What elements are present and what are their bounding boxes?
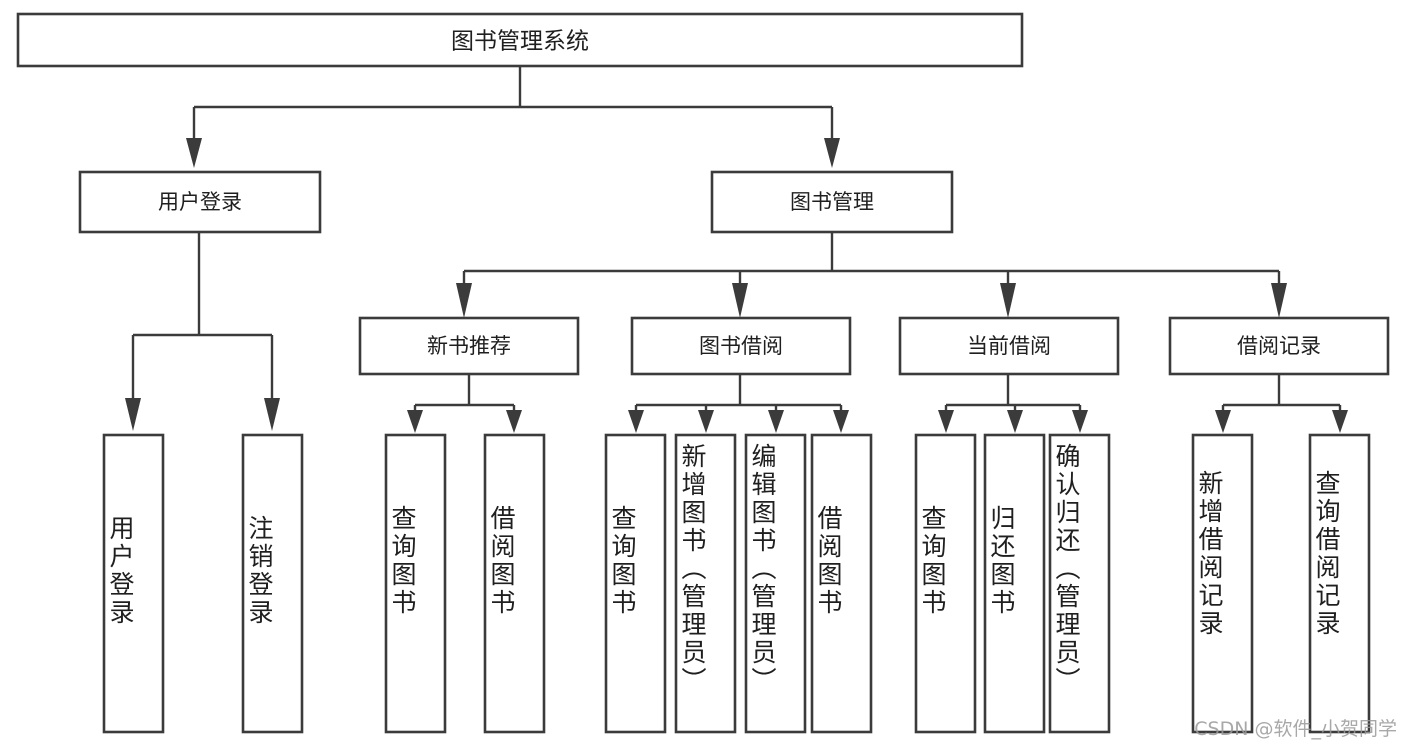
arrowhead-userlogin [186,138,202,168]
node-book-management[interactable] [710,170,954,234]
label-layer: 图书管理系统 用户登录 图书管理 新书推荐 图书借阅 当前借阅 借阅记录 [158,29,1321,359]
arrowhead-cb-return [1007,410,1023,433]
node-leaf-rec-add-record[interactable] [1191,433,1254,734]
node-borrow-records-label: 借阅记录 [1237,334,1321,358]
arrowhead-leaf-logout [264,398,280,431]
arrowhead-bw-query [628,410,644,433]
node-leaf-bw-borrow-book[interactable] [810,433,873,734]
node-current-borrow[interactable] [898,316,1120,376]
arrowhead-nb-query [407,410,423,433]
arrowhead-nb-borrow [506,410,522,433]
node-book-borrow-label: 图书借阅 [699,334,783,358]
watermark-csdn: CSDN @软件_小贺同学 [1194,718,1397,740]
arrowhead-bookmgmt [824,138,840,168]
arrowhead-bw-edit [768,410,784,433]
node-new-book-recommend[interactable] [358,316,580,376]
arrowhead-leaf-user-login [125,398,141,431]
node-leaf-bw-edit-book[interactable] [744,433,807,734]
arrowhead-current [1000,283,1016,318]
node-leaf-nb-borrow-book[interactable] [483,433,546,734]
arrowhead-cb-query [938,410,954,433]
arrowhead-rec-query [1332,410,1348,433]
node-root-label: 图书管理系统 [451,29,589,55]
arrowhead-rec-add [1215,410,1231,433]
arrowhead-bw-borrow [833,410,849,433]
node-leaf-cb-return-book[interactable] [983,433,1046,734]
node-leaf-logout[interactable] [241,433,304,734]
node-book-borrow[interactable] [630,316,852,376]
node-borrow-records[interactable] [1168,316,1390,376]
node-book-management-label: 图书管理 [790,190,874,214]
node-leaf-cb-confirm-return[interactable] [1048,433,1111,734]
node-root[interactable] [16,12,1024,68]
arrowhead-bw-add [698,410,714,433]
node-leaf-rec-query-record[interactable] [1308,433,1371,734]
node-leaf-bw-add-book[interactable] [674,433,737,734]
connector-layer [125,66,1348,433]
node-leaf-user-login[interactable] [102,433,165,734]
node-leaf-cb-query-book[interactable] [914,433,977,734]
arrowhead-newbook [456,283,472,318]
node-layer [16,12,1390,734]
node-current-borrow-label: 当前借阅 [967,334,1051,358]
arrowhead-borrow [732,283,748,318]
node-leaf-nb-query-book[interactable] [384,433,447,734]
node-user-login-label: 用户登录 [158,190,242,214]
arrowhead-records [1271,283,1287,318]
node-leaf-bw-query-book[interactable] [604,433,667,734]
node-user-login[interactable] [78,170,322,234]
arrowhead-cb-confirm [1072,410,1088,433]
node-new-book-recommend-label: 新书推荐 [427,334,511,358]
